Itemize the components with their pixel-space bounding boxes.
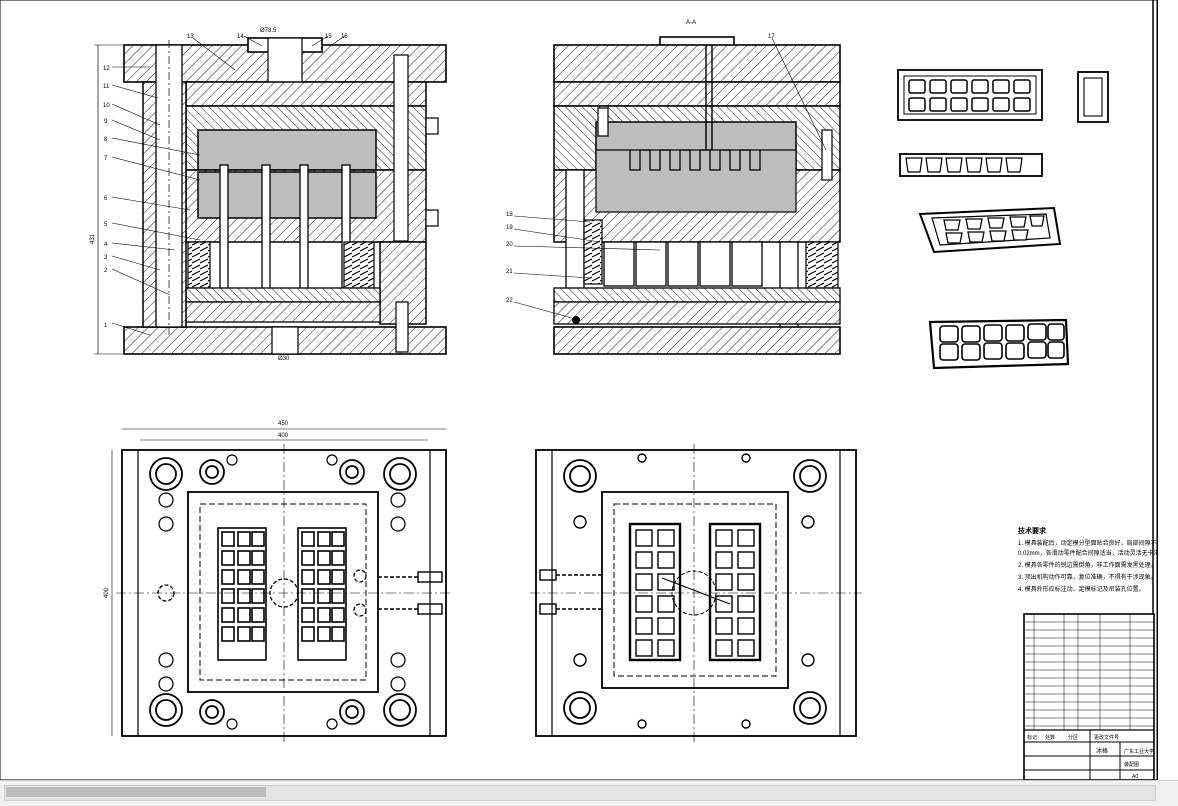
- title-scale: A0: [1132, 774, 1138, 780]
- title-header-1: 标记: [1027, 734, 1037, 741]
- section-title: A-A: [686, 20, 696, 26]
- part-leaders-left: [111, 35, 346, 336]
- part-label-15: 15: [325, 34, 332, 40]
- scrollbar-thumb[interactable]: [6, 787, 266, 797]
- part-isometric-view-2: [928, 318, 1070, 370]
- part-label-19: 19: [506, 225, 513, 231]
- title-part-name: 冰格: [1096, 747, 1108, 755]
- part-label-5: 5: [104, 222, 108, 228]
- part-label-18: 18: [506, 212, 513, 218]
- left-section-view: 431 Ø78.5 Ø30: [90, 28, 447, 362]
- part-label-12: 12: [103, 66, 110, 72]
- plan-inner-dim: 400: [278, 433, 289, 439]
- right-plan-view: [530, 444, 862, 742]
- tech-title: 技术要求: [1018, 526, 1047, 535]
- part-front-view: [899, 153, 1043, 177]
- title-drawing-no: 装配图: [1124, 761, 1139, 768]
- title-header-4: 更改文件号: [1094, 734, 1119, 741]
- part-side-view: [1077, 71, 1109, 123]
- part-label-4: 4: [104, 242, 108, 248]
- horizontal-scrollbar[interactable]: [0, 780, 1178, 806]
- part-label-8: 8: [104, 137, 108, 143]
- part-label-22: 22: [506, 298, 513, 304]
- part-label-20: 20: [506, 242, 513, 248]
- section-height-dim: 431: [90, 233, 96, 244]
- part-label-21: 21: [506, 269, 513, 275]
- part-label-14: 14: [237, 34, 244, 40]
- tech-line-2: 0.02mm，各滑动零件配合间隙适当，活动灵活无卡滞。: [1018, 549, 1166, 557]
- vertical-scrollbar[interactable]: [1157, 0, 1178, 780]
- part-top-view: [897, 69, 1043, 121]
- tech-line-5: 4. 模具外形应标注动、定模标记及吊装孔位置。: [1018, 585, 1145, 593]
- scrollbar-track[interactable]: [4, 785, 1156, 801]
- part-label-13: 13: [187, 34, 194, 40]
- part-label-7: 7: [104, 156, 108, 162]
- tech-line-4: 3. 顶出机构动作可靠，复位准确，不得有干涉现象。: [1018, 573, 1157, 581]
- part-leaders-right: [513, 37, 827, 319]
- left-plan-view: 450 400 400: [104, 421, 452, 742]
- part-label-17: 17: [768, 34, 775, 40]
- part-label-10: 10: [103, 103, 110, 109]
- part-label-3: 3: [104, 255, 108, 261]
- part-labels-right: 17 18 19 20 21 22: [506, 34, 775, 304]
- sprue-dim: Ø78.5: [260, 28, 277, 34]
- part-label-6: 6: [104, 196, 108, 202]
- part-label-16: 16: [341, 34, 348, 40]
- part-label-11: 11: [103, 84, 110, 90]
- title-header-2: 处数: [1045, 734, 1055, 741]
- plan-height-dim: 400: [104, 587, 110, 598]
- plan-width-dim: 450: [278, 421, 289, 427]
- title-header-3: 分区: [1068, 734, 1078, 741]
- part-label-1: 1: [104, 323, 108, 329]
- right-section-view: A-A: [553, 20, 841, 355]
- part-label-2: 2: [104, 268, 108, 274]
- title-block: [1023, 613, 1155, 781]
- tech-line-3: 2. 模具各零件的锐边需倒角，非工作面需发黑处理。: [1018, 561, 1157, 569]
- part-isometric-view-1: [918, 206, 1062, 254]
- part-labels-left: 1 2 3 4 5 6 7 8 9 10 11 12 13 14 15 16: [103, 34, 348, 329]
- title-unit: 广东工业大学: [1124, 748, 1154, 755]
- bottom-hole-dim: Ø30: [278, 356, 290, 362]
- title-block-text: 标记 处数 分区 更改文件号 冰格 广东工业大学 装配图 A0: [1027, 734, 1154, 780]
- part-label-9: 9: [104, 119, 108, 125]
- technical-requirements: 技术要求 1. 模具装配后，动定模分型面贴合良好，局部间隙不大于 0.02mm，…: [1018, 526, 1169, 593]
- tech-line-1: 1. 模具装配后，动定模分型面贴合良好，局部间隙不大于: [1018, 539, 1169, 547]
